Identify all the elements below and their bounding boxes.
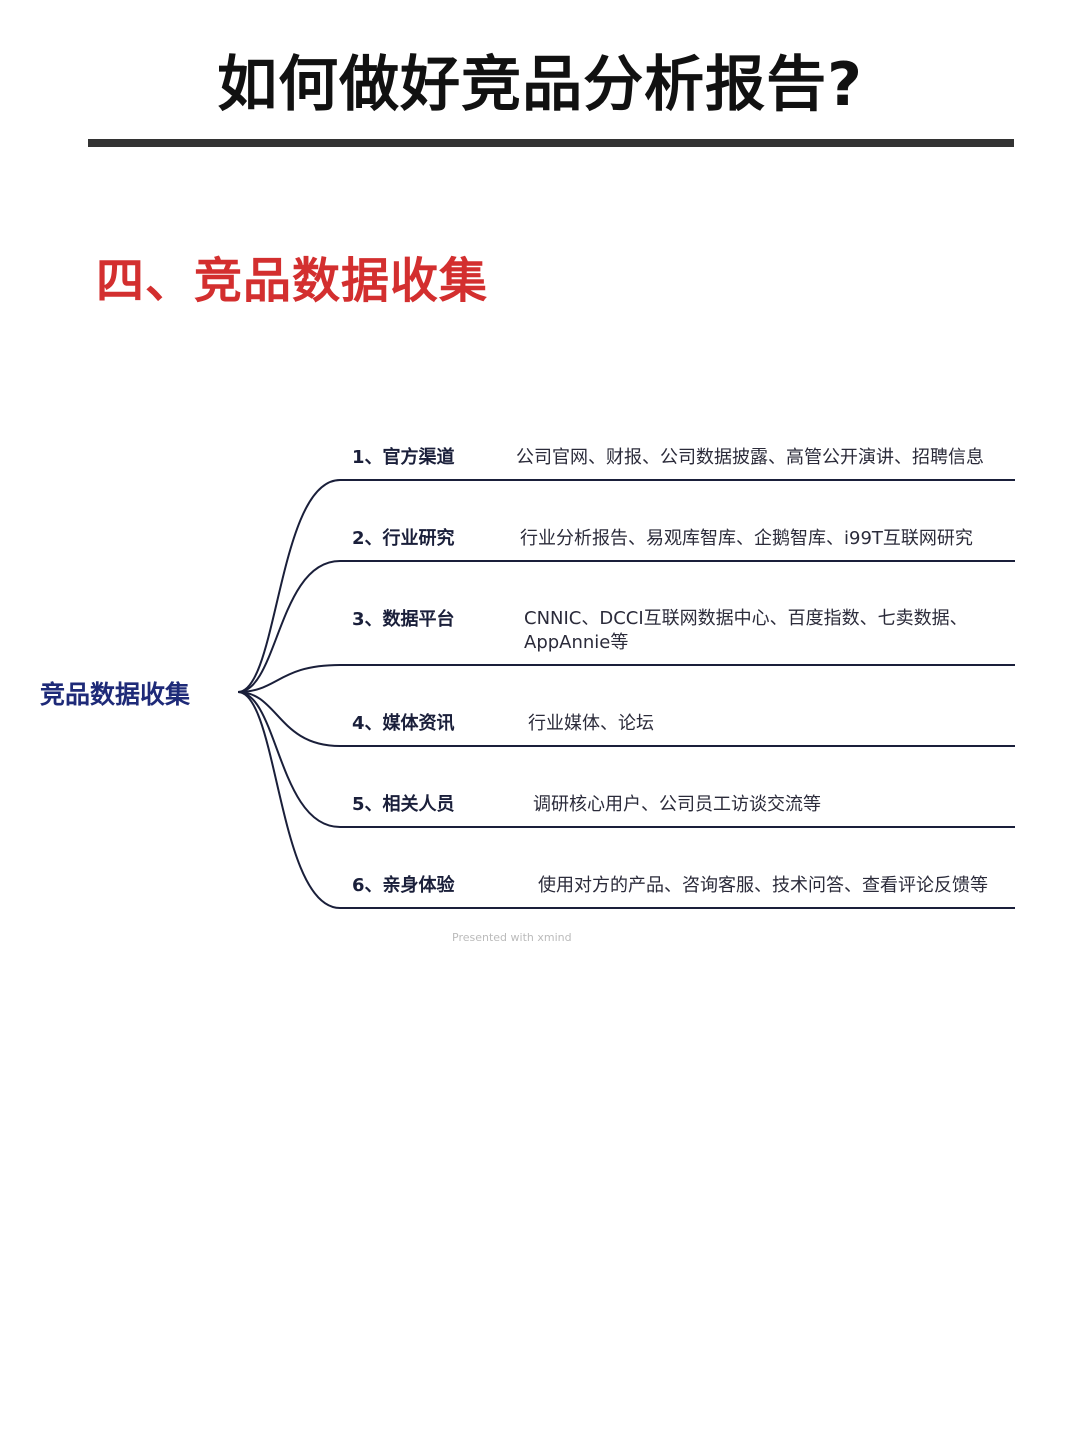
title-divider [88,139,1014,147]
branch-detail-personal-experience: 使用对方的产品、咨询客服、技术问答、查看评论反馈等 [538,875,988,896]
branch-label-related-people: 5、相关人员 [352,794,455,815]
branch-detail-industry-research: 行业分析报告、易观库智库、企鹅智库、i99T互联网研究 [520,528,973,549]
branch-connector-1 [237,479,1015,693]
branch-label-media-news: 4、媒体资讯 [352,713,455,734]
branch-detail-data-platforms-line2: AppAnnie等 [524,632,629,653]
branch-connector-6 [237,691,1015,909]
branch-connector-5 [237,691,1015,828]
branch-label-data-platforms: 3、数据平台 [352,609,455,630]
branch-label-official-channels: 1、官方渠道 [352,447,455,468]
branch-connector-4 [237,691,1015,747]
branch-connector-3 [237,664,1015,693]
branch-detail-data-platforms-line1: CNNIC、DCCI互联网数据中心、百度指数、七卖数据、 [524,608,968,629]
branch-label-industry-research: 2、行业研究 [352,528,455,549]
xmind-watermark: Presented with xmind [452,931,572,944]
branch-connector-2 [237,560,1015,693]
page-title: 如何做好竞品分析报告? [217,50,863,120]
branch-detail-related-people: 调研核心用户、公司员工访谈交流等 [533,794,821,815]
branch-label-personal-experience: 6、亲身体验 [352,875,455,896]
branch-detail-official-channels: 公司官网、财报、公司数据披露、高管公开演讲、招聘信息 [516,447,984,468]
root-topic: 竞品数据收集 [40,680,191,709]
branch-detail-media-news: 行业媒体、论坛 [528,713,654,734]
section-heading: 四、竞品数据收集 [96,253,489,309]
